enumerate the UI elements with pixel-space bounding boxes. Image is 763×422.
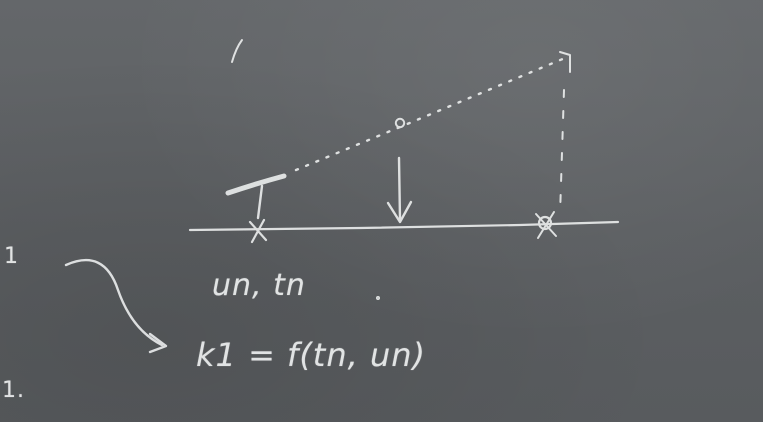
point-cross-right <box>535 211 557 239</box>
down-arrow-shaft <box>397 156 402 222</box>
dashed-vertical <box>559 89 565 216</box>
point-label: un, tn <box>212 268 306 303</box>
slope-support <box>256 184 264 220</box>
margin-mark-top: 1 <box>4 244 19 269</box>
curved-arrow <box>64 259 164 347</box>
dotted-slope-line <box>294 56 567 172</box>
stray-dot <box>375 295 380 300</box>
corner-tick <box>559 51 571 73</box>
curved-arrow-head <box>148 332 168 354</box>
point-cross-left <box>248 218 268 244</box>
midpoint-marker <box>394 117 406 129</box>
formula-k1: k1 = f(tn, un) <box>196 336 427 374</box>
down-arrow-head <box>386 200 413 224</box>
margin-mark-bottom: 1. <box>2 378 25 403</box>
stray-mark <box>231 39 243 63</box>
slope-stroke <box>225 173 287 196</box>
time-axis <box>188 220 620 232</box>
point-circle-right <box>537 215 553 231</box>
